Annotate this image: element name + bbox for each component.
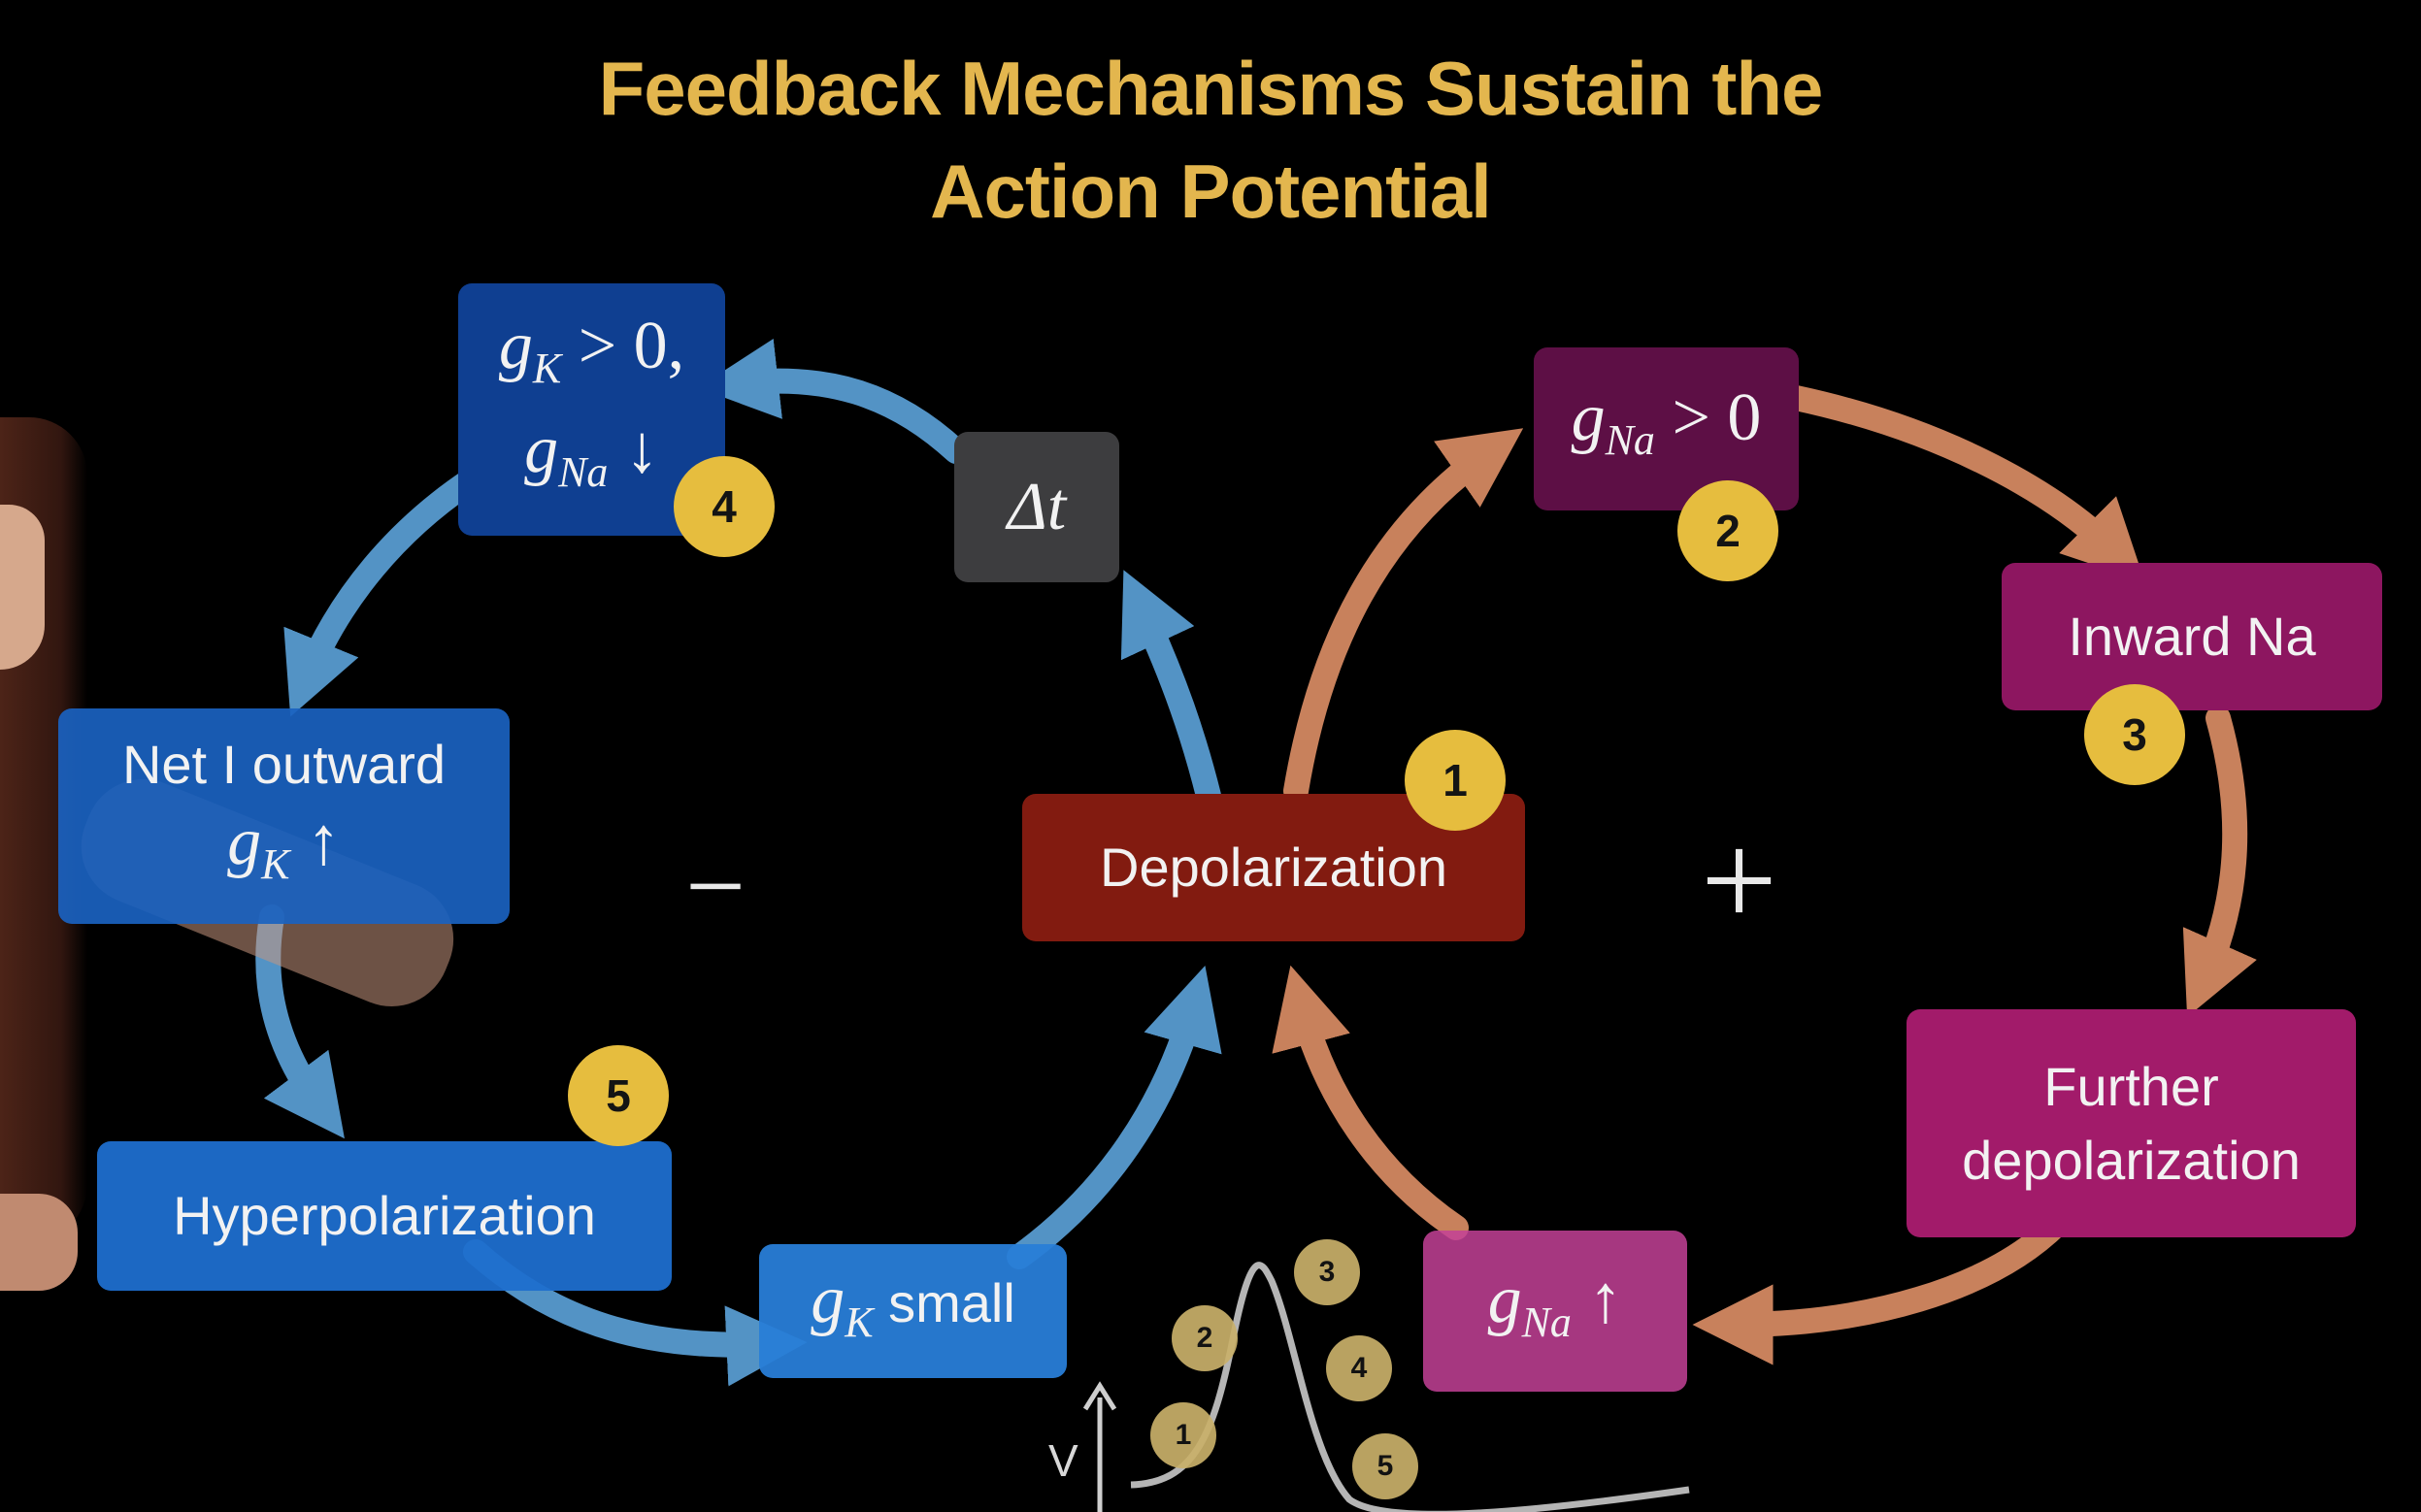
title-line-2: Action Potential	[930, 148, 1492, 234]
presenter-face	[0, 505, 45, 670]
box-gk-gna-line-2: gNa ↓	[524, 412, 659, 496]
box-gna-gt0: gNa > 0	[1534, 347, 1799, 510]
inset-voltage-axis-label: V	[1048, 1435, 1078, 1486]
action-potential-inset	[1082, 1262, 1690, 1512]
slide-title: Feedback Mechanisms Sustain the Action P…	[0, 37, 2421, 243]
badge-step-2: 2	[1677, 480, 1778, 581]
inset-label-4: 4	[1326, 1335, 1392, 1401]
arrow-gk-gna-to-net-i	[283, 468, 483, 717]
inset-label-5: 5	[1352, 1433, 1418, 1499]
box-further-depolarization: Further depolarization	[1907, 1009, 2356, 1237]
negative-loop-sign: −	[685, 827, 746, 945]
hyperpolarization-label: Hyperpolarization	[173, 1185, 596, 1246]
inset-label-1: 1	[1150, 1402, 1216, 1468]
badge-step-5: 5	[568, 1045, 669, 1146]
badge-step-1: 1	[1405, 730, 1506, 831]
delta-t-label: Δt	[1007, 469, 1067, 544]
depolarization-label: Depolarization	[1100, 837, 1447, 898]
gna-gt0-label: gNa > 0	[1571, 379, 1762, 464]
box-delta-t: Δt	[954, 432, 1119, 582]
inset-label-2: 2	[1172, 1305, 1238, 1371]
arrow-gna-up-to-depol	[1272, 965, 1469, 1240]
box-hyperpolarization: Hyperpolarization	[97, 1141, 672, 1291]
box-gk-gna-line-1: gK > 0,	[498, 309, 685, 392]
net-i-gk-up: gK ↑	[227, 804, 341, 888]
box-gk-small: gK small	[759, 1244, 1067, 1378]
gk-small-label: gK small	[811, 1262, 1015, 1346]
arrow-depol-to-deltat	[1120, 570, 1221, 808]
net-i-outward-label: Net I outward	[121, 733, 447, 795]
action-potential-curve	[1130, 1262, 1690, 1512]
positive-loop-sign: +	[1701, 805, 1777, 956]
arrow-gna-to-inward	[1783, 385, 2145, 582]
box-inward-na: Inward Na	[2002, 563, 2382, 710]
further-depol-line-1: Further	[2043, 1055, 2219, 1117]
title-line-1: Feedback Mechanisms Sustain the	[598, 46, 1824, 131]
box-gna-up: gNa ↑	[1423, 1231, 1687, 1392]
arrow-depol-to-gna	[1283, 428, 1524, 804]
presenter-hand	[0, 1194, 78, 1291]
badge-step-4: 4	[674, 456, 775, 557]
further-depol-line-2: depolarization	[1962, 1129, 2301, 1191]
inward-na-label: Inward Na	[2068, 606, 2316, 667]
arrow-inward-to-further	[2182, 706, 2257, 1018]
arrow-deltat-to-gk-gna	[697, 339, 969, 464]
gna-up-label: gNa ↑	[1487, 1262, 1623, 1346]
arrow-further-to-gna-up	[1692, 1210, 2071, 1365]
arrow-gk-small-to-depol	[1007, 966, 1222, 1269]
inset-label-3: 3	[1294, 1239, 1360, 1305]
badge-step-3: 3	[2084, 684, 2185, 785]
box-net-i-outward: Net I outward gK ↑	[58, 708, 510, 924]
